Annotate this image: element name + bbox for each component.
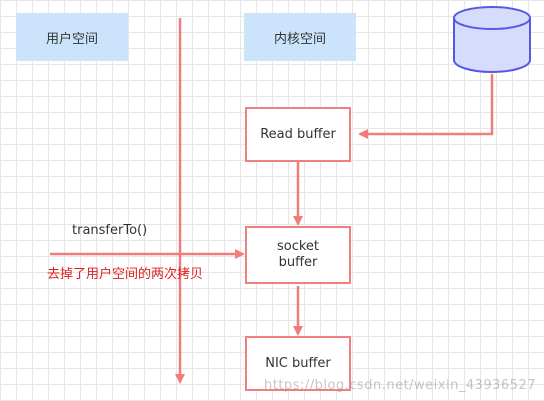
nic-buffer-label: NIC buffer	[265, 355, 331, 371]
user-space-label: 用户空间	[16, 13, 128, 61]
disk-to-read-buffer-arrow	[358, 74, 494, 139]
database-icon	[453, 6, 531, 73]
socket-buffer-box: socket buffer	[245, 226, 351, 284]
read-buffer-label: Read buffer	[260, 126, 336, 142]
transfer-to-label: transferTo()	[72, 223, 148, 238]
kernel-space-text: 内核空间	[273, 31, 326, 47]
kernel-space-label: 内核空间	[244, 13, 356, 61]
socket-buffer-label-line1: socket	[276, 239, 320, 254]
nic-buffer-box: NIC buffer	[245, 336, 351, 391]
socket-buffer-label-line2: buffer	[278, 255, 318, 270]
user-space-text: 用户空间	[45, 31, 98, 47]
annotation-text: 去掉了用户空间的两次拷贝	[47, 267, 204, 282]
watermark-text: https://blog.csdn.net/weixin_43936527	[263, 378, 536, 393]
read-buffer-box: Read buffer	[245, 107, 351, 162]
